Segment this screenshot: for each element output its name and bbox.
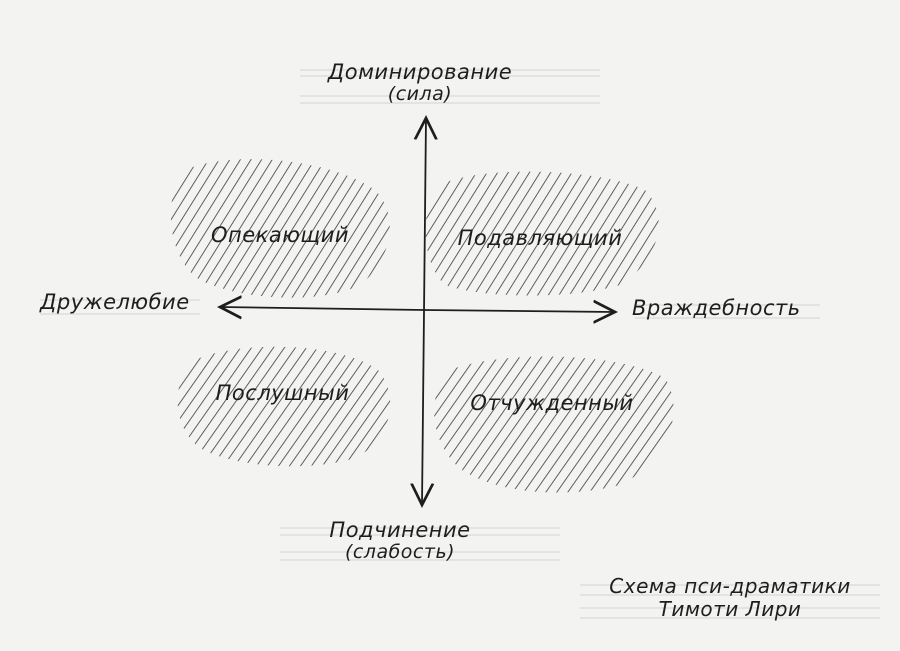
axis-label-dominance-subtitle: (сила) <box>387 83 453 105</box>
horizontal-axis-left <box>220 307 425 310</box>
quadrant-label-suppressing: Подавляющий <box>457 226 623 250</box>
caption-author: Тимоти Лири <box>658 597 802 621</box>
guide-lines <box>40 69 880 619</box>
quadrant-label-caring: Опекающий <box>211 223 349 247</box>
quadrant-blob-top-left <box>170 159 390 298</box>
axis-label-friendliness: Дружелюбие <box>40 290 190 314</box>
axis-label-submission-subtitle: (слабость) <box>344 541 456 563</box>
vertical-axis-up <box>424 118 426 313</box>
quadrant-blob-bottom-right <box>434 356 674 493</box>
quadrant-blob-bottom-left <box>177 346 391 467</box>
horizontal-axis-right <box>423 310 615 312</box>
diagram-caption: Схема пси-драматики Тимоти Лири <box>575 575 885 621</box>
caption-title: Схема пси-драматики <box>609 574 851 598</box>
quadrant-label-alienated: Отчужденный <box>470 391 634 415</box>
axis-label-dominance: Доминирование (сила) <box>300 62 540 104</box>
axis-label-dominance-title: Доминирование <box>327 60 513 84</box>
vertical-axis-down <box>422 311 424 505</box>
axis-label-hostility: Враждебность <box>632 296 801 320</box>
axis-label-submission-title: Подчинение <box>329 518 471 542</box>
axis-label-submission: Подчинение (слабость) <box>280 520 520 562</box>
quadrant-blob-top-right <box>425 171 659 296</box>
quadrant-label-obedient: Послушный <box>215 381 350 405</box>
